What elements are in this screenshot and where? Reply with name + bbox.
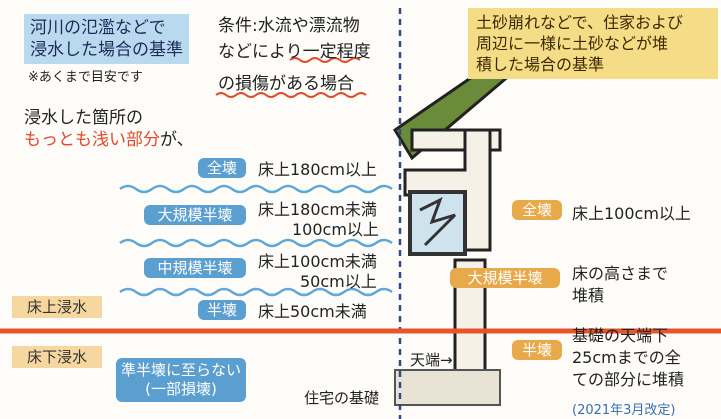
tenba-label: 天端→ <box>410 351 453 369</box>
flood-criteria-daikibo-2: 100cm以上 <box>292 220 379 239</box>
revision-note: (2021年3月改定) <box>572 403 676 418</box>
tag-above-floor: 床上浸水 <box>12 296 102 318</box>
landslide-box: 土砂崩れなどで、住家および 周辺に一様に土砂などが堆 積した場合の基準 <box>468 8 718 79</box>
condition-line2-before: などにより <box>218 42 303 62</box>
flood-level-zenkai: 全壊 <box>198 158 246 178</box>
wave-1 <box>119 184 393 194</box>
landslide-level-zenkai: 全壊 <box>512 200 562 220</box>
intro-after: が、 <box>160 130 194 150</box>
flood-criteria-chukibo-2: 50cm以上 <box>300 272 377 291</box>
window-crack <box>419 196 457 247</box>
title-line1: 河川の氾濫などで <box>30 18 166 38</box>
intro-emph: もっとも浅い部分 <box>24 130 160 150</box>
flood-level-none: 準半壊に至らない (一部損壊) <box>116 358 246 402</box>
flood-criteria-zenkai: 床上180cm以上 <box>258 160 377 179</box>
note-text: ※あくまで目安です <box>28 70 143 85</box>
wave-2 <box>119 238 393 248</box>
foundation-label: 住宅の基礎 <box>304 389 380 407</box>
landslide-criteria-zenkai: 床上100cm以上 <box>572 204 691 223</box>
flood-level-daikibo: 大規模半壊 <box>144 205 246 225</box>
wave-3 <box>119 287 393 297</box>
intro-line2: もっとも浅い部分が、 <box>24 130 194 150</box>
condition-emph: 一定程度 <box>302 42 371 62</box>
flood-level-none-line2: (一部損壊) <box>145 380 217 398</box>
flood-criteria-daikibo-1: 床上180cm未満 <box>258 200 377 219</box>
landslide-level-hankai: 半壊 <box>512 340 562 360</box>
landslide-criteria-hankai-1: 基礎の天端下 <box>572 326 669 345</box>
title-box: 河川の氾濫などで 浸水した場合の基準 <box>24 14 189 64</box>
intro-line1: 浸水した箇所の <box>24 108 143 128</box>
landslide-level-daikibo: 大規模半壊 <box>450 268 560 288</box>
condition-line3: の損傷がある場合 <box>218 74 354 94</box>
emph-underline-1 <box>289 57 361 63</box>
condition-line2: などにより一定程度 <box>218 42 371 62</box>
flood-level-none-line1: 準半壊に至らない <box>120 361 241 379</box>
emph-underline-2 <box>215 92 367 98</box>
flood-criteria-hankai: 床上50cm未満 <box>258 302 367 321</box>
title-line2: 浸水した場合の基準 <box>30 40 183 60</box>
foundation-block <box>394 369 501 406</box>
flood-level-hankai: 半壊 <box>198 300 246 320</box>
landslide-line2: 周辺に一様に土砂などが堆 <box>476 34 669 53</box>
landslide-criteria-hankai-3: ての部分に堆積 <box>572 370 685 389</box>
landslide-line3: 積した場合の基準 <box>476 55 605 74</box>
flood-level-chukibo: 中規模半壊 <box>144 258 246 278</box>
landslide-criteria-daikibo-2: 堆積 <box>572 286 605 305</box>
water-waves <box>119 184 393 297</box>
landslide-line1: 土砂崩れなどで、住家および <box>476 13 684 32</box>
landslide-criteria-daikibo-1: 床の高さまで <box>572 264 669 283</box>
landslide-criteria-hankai-2: 25cmまでの全 <box>572 348 681 367</box>
flood-criteria-chukibo-1: 床上100cm未満 <box>258 252 377 271</box>
condition-line1: 条件:水流や漂流物 <box>218 16 360 36</box>
tag-below-floor: 床下浸水 <box>12 346 102 368</box>
